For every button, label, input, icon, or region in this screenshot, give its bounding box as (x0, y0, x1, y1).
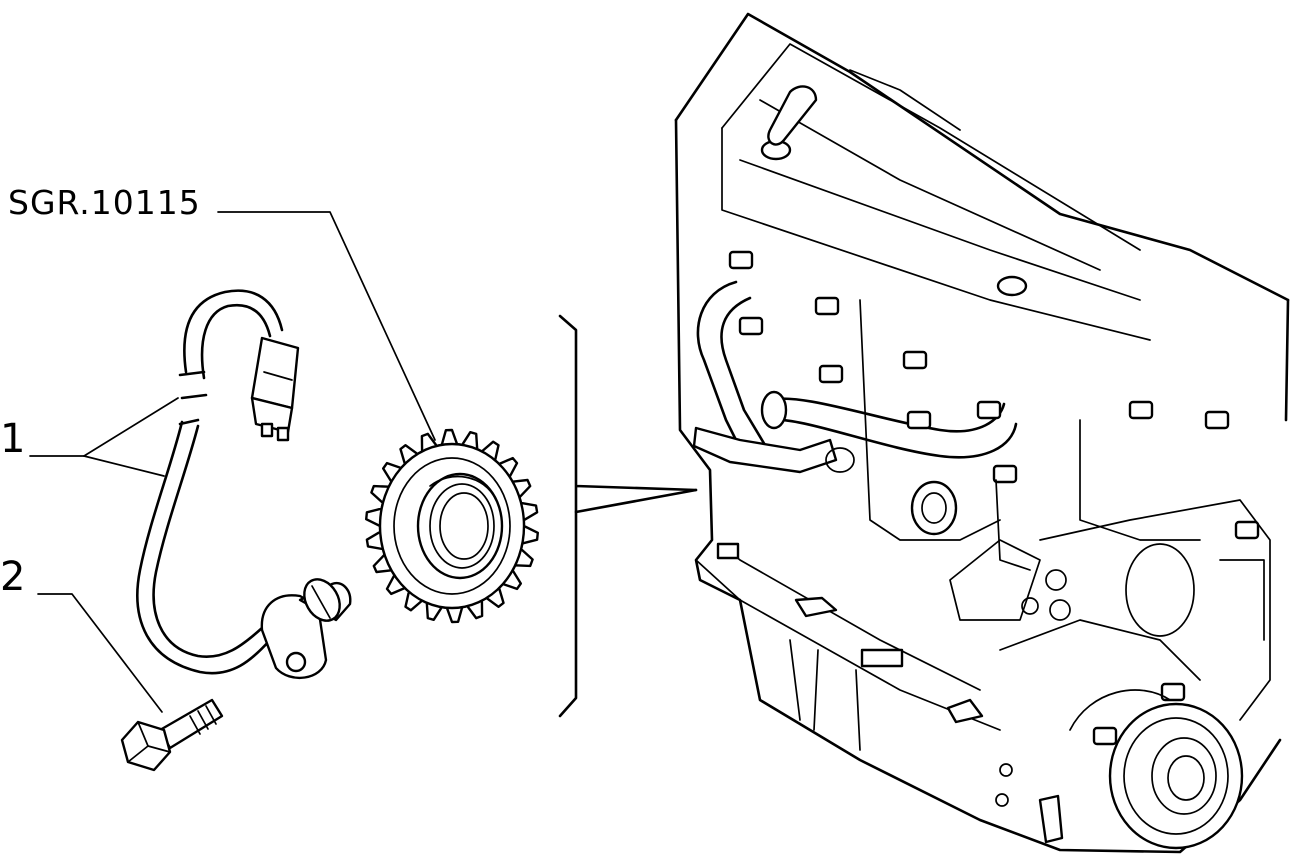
reference-code-label: SGR.10115 (8, 183, 201, 222)
callout-2-leader (37, 593, 163, 713)
crankshaft-sensor (260, 578, 352, 680)
sensor-harness (136, 289, 300, 675)
assembly-bracket (558, 314, 698, 718)
bolt (120, 698, 224, 772)
harness-connector (250, 336, 300, 442)
head-nuts (728, 250, 1260, 746)
callout-1-leader (29, 397, 179, 477)
callout-1-number: 1 (0, 416, 25, 462)
timing-tone-wheel (365, 428, 539, 624)
engine-block (674, 12, 1290, 854)
callout-2-number: 2 (0, 554, 25, 600)
reference-leader-line (217, 211, 436, 441)
